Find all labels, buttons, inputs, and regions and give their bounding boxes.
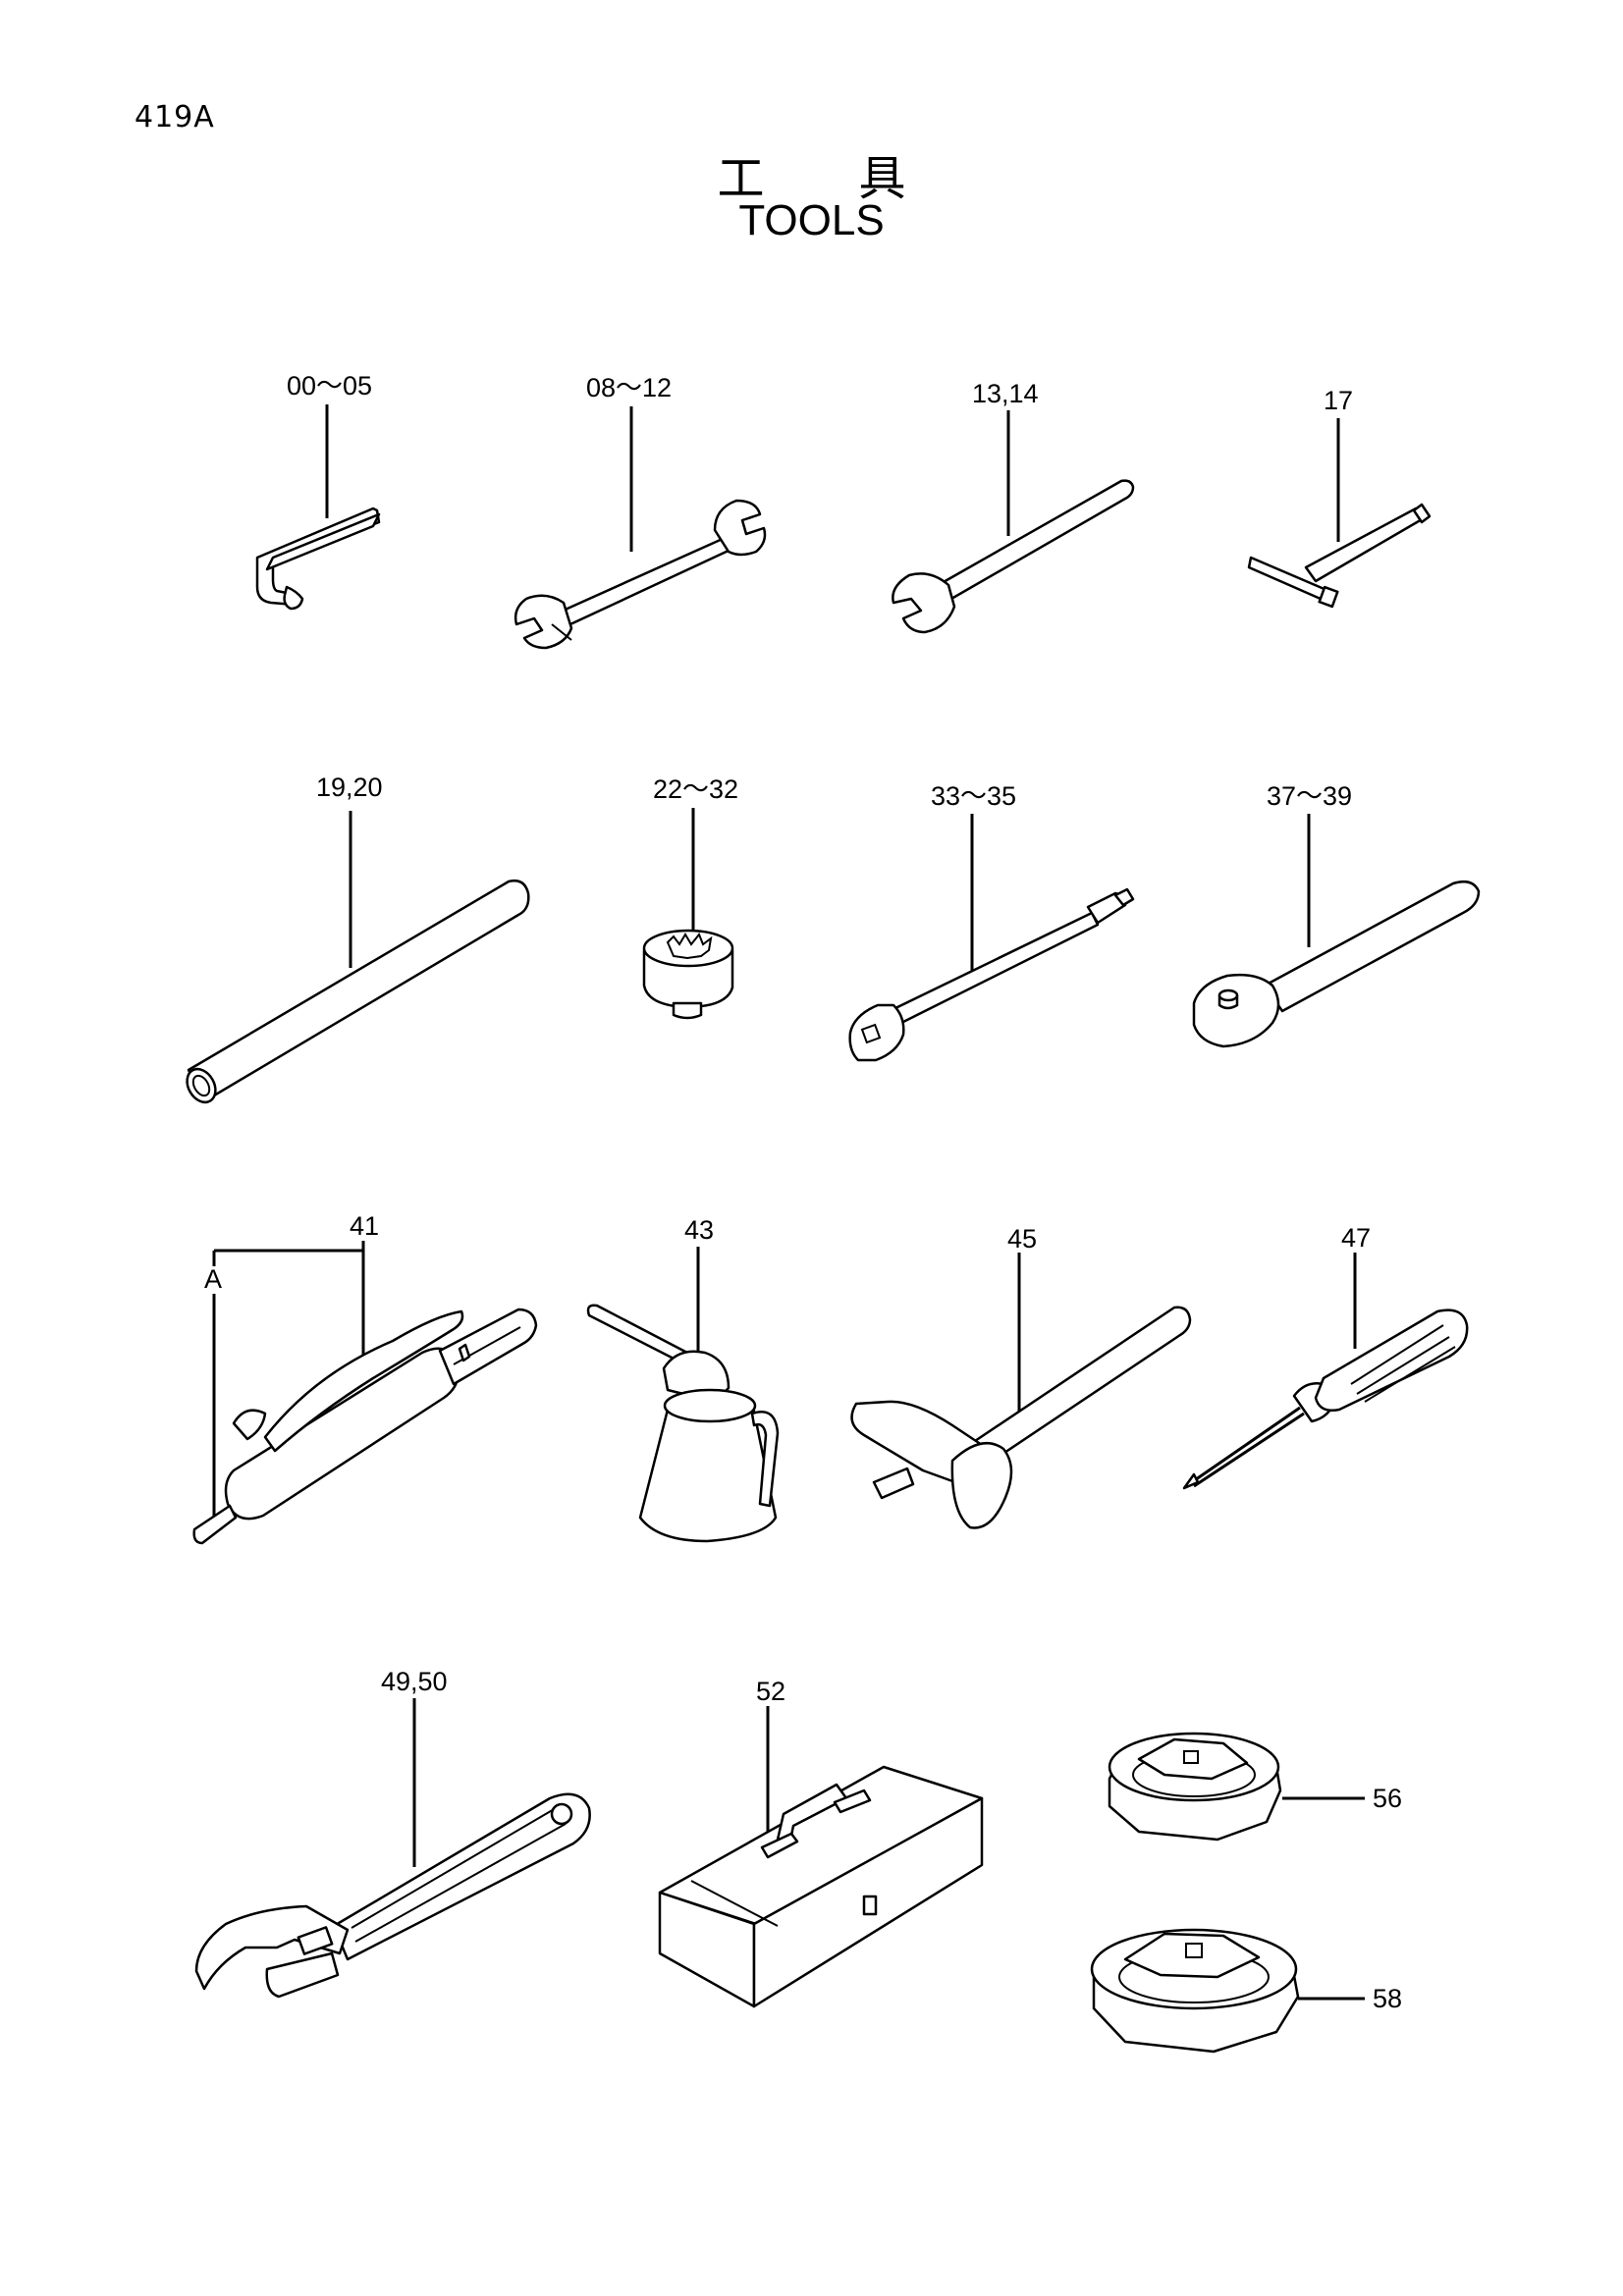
callout-label: 52 xyxy=(756,1677,785,1706)
socket-icon xyxy=(642,808,734,1020)
callout-label: 22～32 xyxy=(653,774,738,804)
screwdriver-icon xyxy=(1182,1253,1469,1490)
callout-label: 33～35 xyxy=(931,781,1016,811)
pipe-bar-icon xyxy=(186,811,530,1104)
double-open-wrench-icon xyxy=(514,406,767,650)
tool-box-icon xyxy=(658,1706,984,2008)
callout-label: 47 xyxy=(1341,1223,1371,1253)
page-title: TOOLS xyxy=(738,196,885,244)
callout-label: 41 xyxy=(350,1211,379,1241)
hammer-icon xyxy=(850,1253,1192,1529)
page-title-japanese: 工 具 xyxy=(717,151,906,206)
oil-can-icon xyxy=(586,1247,780,1543)
callout-label: 17 xyxy=(1324,386,1353,415)
callout-label: 49,50 xyxy=(381,1667,448,1696)
grease-gun-icon xyxy=(192,1241,538,1545)
callout-label: 56 xyxy=(1373,1784,1402,1813)
page-number: 419A xyxy=(135,100,215,134)
callout-label: 45 xyxy=(1007,1224,1037,1254)
t-handle-wrench-icon xyxy=(1247,418,1432,609)
callout-label: 37～39 xyxy=(1267,781,1352,811)
callout-label: 13,14 xyxy=(972,379,1039,408)
callout-label: 19,20 xyxy=(316,773,383,802)
adjustable-wrench-icon xyxy=(194,1698,591,1999)
ratchet-handle-icon xyxy=(1192,814,1481,1048)
callout-label: 00～05 xyxy=(287,371,372,400)
hex-key-icon xyxy=(255,404,381,611)
callout-sub-label: A xyxy=(204,1264,222,1294)
open-wrench-icon xyxy=(892,410,1135,634)
callout-label: 58 xyxy=(1373,1984,1402,2013)
filter-wrench-large-icon xyxy=(1090,1928,1365,2054)
filter-wrench-small-icon xyxy=(1108,1732,1365,1842)
callout-label: 08～12 xyxy=(586,373,672,402)
extension-bar-icon xyxy=(848,814,1135,1062)
callout-label: 43 xyxy=(684,1215,714,1245)
